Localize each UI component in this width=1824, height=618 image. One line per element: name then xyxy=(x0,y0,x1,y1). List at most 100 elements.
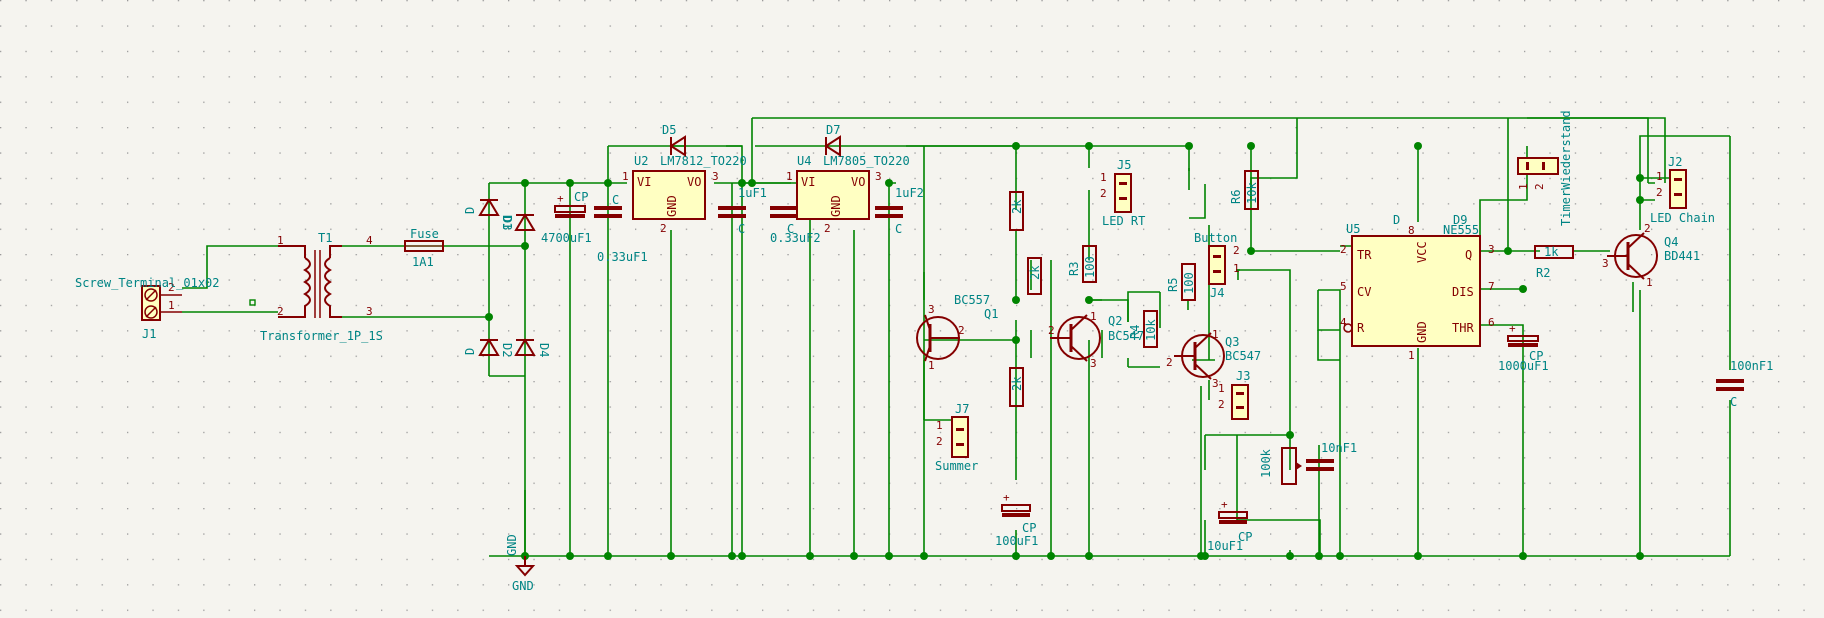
svg-text:2: 2 xyxy=(1218,398,1225,411)
u2-pin-vi: VI xyxy=(637,175,651,189)
regulator-u2[interactable]: VI VO GND 1 3 2 U2 LM7812_TO220 xyxy=(622,154,747,235)
svg-text:+: + xyxy=(1509,322,1516,335)
q4-value: BD441 xyxy=(1664,249,1700,263)
timer-ic-u5[interactable]: TR CV R VCC GND Q DIS THR 2 5 4 8 1 3 7 … xyxy=(1340,213,1495,362)
diode-d3[interactable]: D3 xyxy=(500,213,536,231)
capacitor-033uf1[interactable]: C 0.33uF1 xyxy=(594,193,648,264)
svg-text:8: 8 xyxy=(1408,224,1415,237)
svg-text:2: 2 xyxy=(1656,186,1663,199)
cp-1000-value: 1000uF1 xyxy=(1498,359,1549,373)
diode-d1[interactable]: D D1 xyxy=(463,198,514,229)
resistor-r5[interactable]: R5 100 xyxy=(1166,263,1196,301)
transistor-q2[interactable]: 1 2 3 Q2 BC547 xyxy=(1048,310,1144,370)
resistor-r4[interactable]: R4 10k xyxy=(1128,310,1158,348)
resistor-2k-middle[interactable]: 2k xyxy=(1027,257,1042,295)
capacitor-100nf[interactable]: 100nF1 C xyxy=(1716,359,1773,409)
resistor-r3[interactable]: R3 100 xyxy=(1067,245,1097,283)
u5-pin-r: R xyxy=(1357,321,1365,335)
cp-1000-ref: CP xyxy=(1529,349,1543,363)
r6-ref: R6 xyxy=(1229,190,1243,204)
j2-ref: J2 xyxy=(1668,155,1682,169)
svg-text:1: 1 xyxy=(1646,276,1653,289)
diode-d4[interactable]: D4 xyxy=(514,338,551,357)
connector-j4-button[interactable]: 2 1 Button J4 xyxy=(1194,231,1240,300)
r-2k-3-value: 2k xyxy=(1010,376,1024,391)
u2-ref: U2 xyxy=(634,154,648,168)
svg-text:3: 3 xyxy=(1090,357,1097,370)
diode-d7[interactable]: D7 xyxy=(824,123,841,157)
r3-value: 100 xyxy=(1083,256,1097,278)
u5-extra: D xyxy=(1393,213,1400,227)
resistor-2k-upper[interactable]: 2k xyxy=(1009,191,1024,231)
u5-pin-thr: THR xyxy=(1452,321,1474,335)
j7-value: Summer xyxy=(935,459,978,473)
capacitor-10nf[interactable]: 10nF1 xyxy=(1306,441,1357,471)
u5-pin-vcc: VCC xyxy=(1415,241,1429,263)
diode-d5[interactable]: D5 xyxy=(662,123,686,157)
cp-10-value: 10uF1 xyxy=(1207,539,1243,553)
resistor-100k[interactable]: 100k xyxy=(1259,447,1302,485)
j5-ref: J5 xyxy=(1117,158,1131,172)
r5-value: 100 xyxy=(1182,272,1196,294)
c-100nf-value: 100nF1 xyxy=(1730,359,1773,373)
svg-text:4: 4 xyxy=(1340,316,1347,329)
connector-timer-resistor[interactable]: 1 2 TimerWiederstand xyxy=(1517,110,1573,226)
fuse-value: 1A1 xyxy=(412,255,434,269)
u4-pin-vo: VO xyxy=(851,175,865,189)
connector-j1[interactable]: 2 1 Screw_Terminal_01x02 J1 xyxy=(75,276,220,341)
connector-j3[interactable]: 1 2 J3 xyxy=(1218,369,1250,420)
connector-j5-led-rt[interactable]: 1 2 J5 LED RT xyxy=(1100,158,1145,228)
connector-j2-led-chain[interactable]: 1 2 J2 LED Chain xyxy=(1650,155,1715,225)
capacitor-100uf[interactable]: + CP 100uF1 xyxy=(995,491,1038,548)
q3-ref: Q3 xyxy=(1225,335,1239,349)
svg-text:2: 2 xyxy=(1166,356,1173,369)
c-033-2-value: 0.33uF2 xyxy=(770,231,821,245)
capacitor-10uf[interactable]: + CP 10uF1 xyxy=(1207,498,1252,553)
j1-value: Screw_Terminal_01x02 xyxy=(75,276,220,290)
ground-symbol[interactable]: GND GND xyxy=(505,534,536,593)
resistor-r6[interactable]: R6 10k xyxy=(1229,170,1259,210)
svg-text:2: 2 xyxy=(1100,187,1107,200)
transistor-q3[interactable]: 1 2 3 Q3 BC547 xyxy=(1166,328,1261,390)
q4-ref: Q4 xyxy=(1664,235,1678,249)
capacitor-1uf1[interactable]: 1uF1 C xyxy=(718,186,767,236)
j3-ref: J3 xyxy=(1236,369,1250,383)
u2-pin-gnd: GND xyxy=(665,195,679,217)
u5-extra2: D9 xyxy=(1453,213,1467,227)
svg-text:1: 1 xyxy=(1212,328,1219,341)
svg-text:2: 2 xyxy=(1233,244,1240,257)
c-033-1-ref: C xyxy=(612,193,619,207)
r-2k-2-value: 2k xyxy=(1028,265,1042,280)
resistor-2k-lower[interactable]: 2k xyxy=(1009,367,1024,407)
r3-ref: R3 xyxy=(1067,262,1081,276)
transistor-q1[interactable]: 3 2 1 BC557 Q1 xyxy=(916,293,998,372)
t1-pin-4: 4 xyxy=(366,234,373,247)
svg-text:2: 2 xyxy=(824,222,831,235)
t1-pin-1: 1 xyxy=(277,234,284,247)
u5-pin-tr: TR xyxy=(1357,248,1372,262)
connector-j7-summer[interactable]: 1 2 J7 Summer xyxy=(935,402,978,473)
resistor-r2[interactable]: 1k R2 xyxy=(1534,245,1574,280)
svg-text:2: 2 xyxy=(1340,243,1347,256)
regulator-u4[interactable]: VI VO GND 1 3 2 U4 LM7805_TO220 xyxy=(786,154,910,235)
svg-text:+: + xyxy=(557,192,564,205)
cp-4700-ref: CP xyxy=(574,190,588,204)
u5-pin-cv: CV xyxy=(1357,285,1371,299)
transistor-q4[interactable]: 2 3 1 Q4 BD441 xyxy=(1602,222,1700,289)
capacitor-1uf2[interactable]: 1uF2 C xyxy=(875,186,924,236)
svg-text:1: 1 xyxy=(1517,183,1530,190)
capacitor-4700uf[interactable]: + CP 4700uF1 xyxy=(541,190,592,245)
gnd-ref: GND xyxy=(505,534,519,556)
transformer-t1[interactable]: 1 2 4 3 T1 Transformer_1P_1S xyxy=(249,231,383,343)
j5-value: LED RT xyxy=(1102,214,1145,228)
svg-text:2: 2 xyxy=(1048,324,1055,337)
capacitor-033uf2[interactable]: C 0.33uF2 xyxy=(770,206,821,245)
fuse-1a1[interactable]: Fuse 1A1 xyxy=(404,227,444,269)
u2-value: LM7812_TO220 xyxy=(660,154,747,168)
svg-text:2: 2 xyxy=(936,435,943,448)
u5-pin-gnd: GND xyxy=(1415,321,1429,343)
diode-d2[interactable]: D D2 xyxy=(463,338,514,357)
j1-pin-2: 2 xyxy=(168,281,175,294)
capacitor-1000uf[interactable]: + CP 1000uF1 xyxy=(1498,322,1549,373)
cp-100-ref: CP xyxy=(1022,521,1036,535)
